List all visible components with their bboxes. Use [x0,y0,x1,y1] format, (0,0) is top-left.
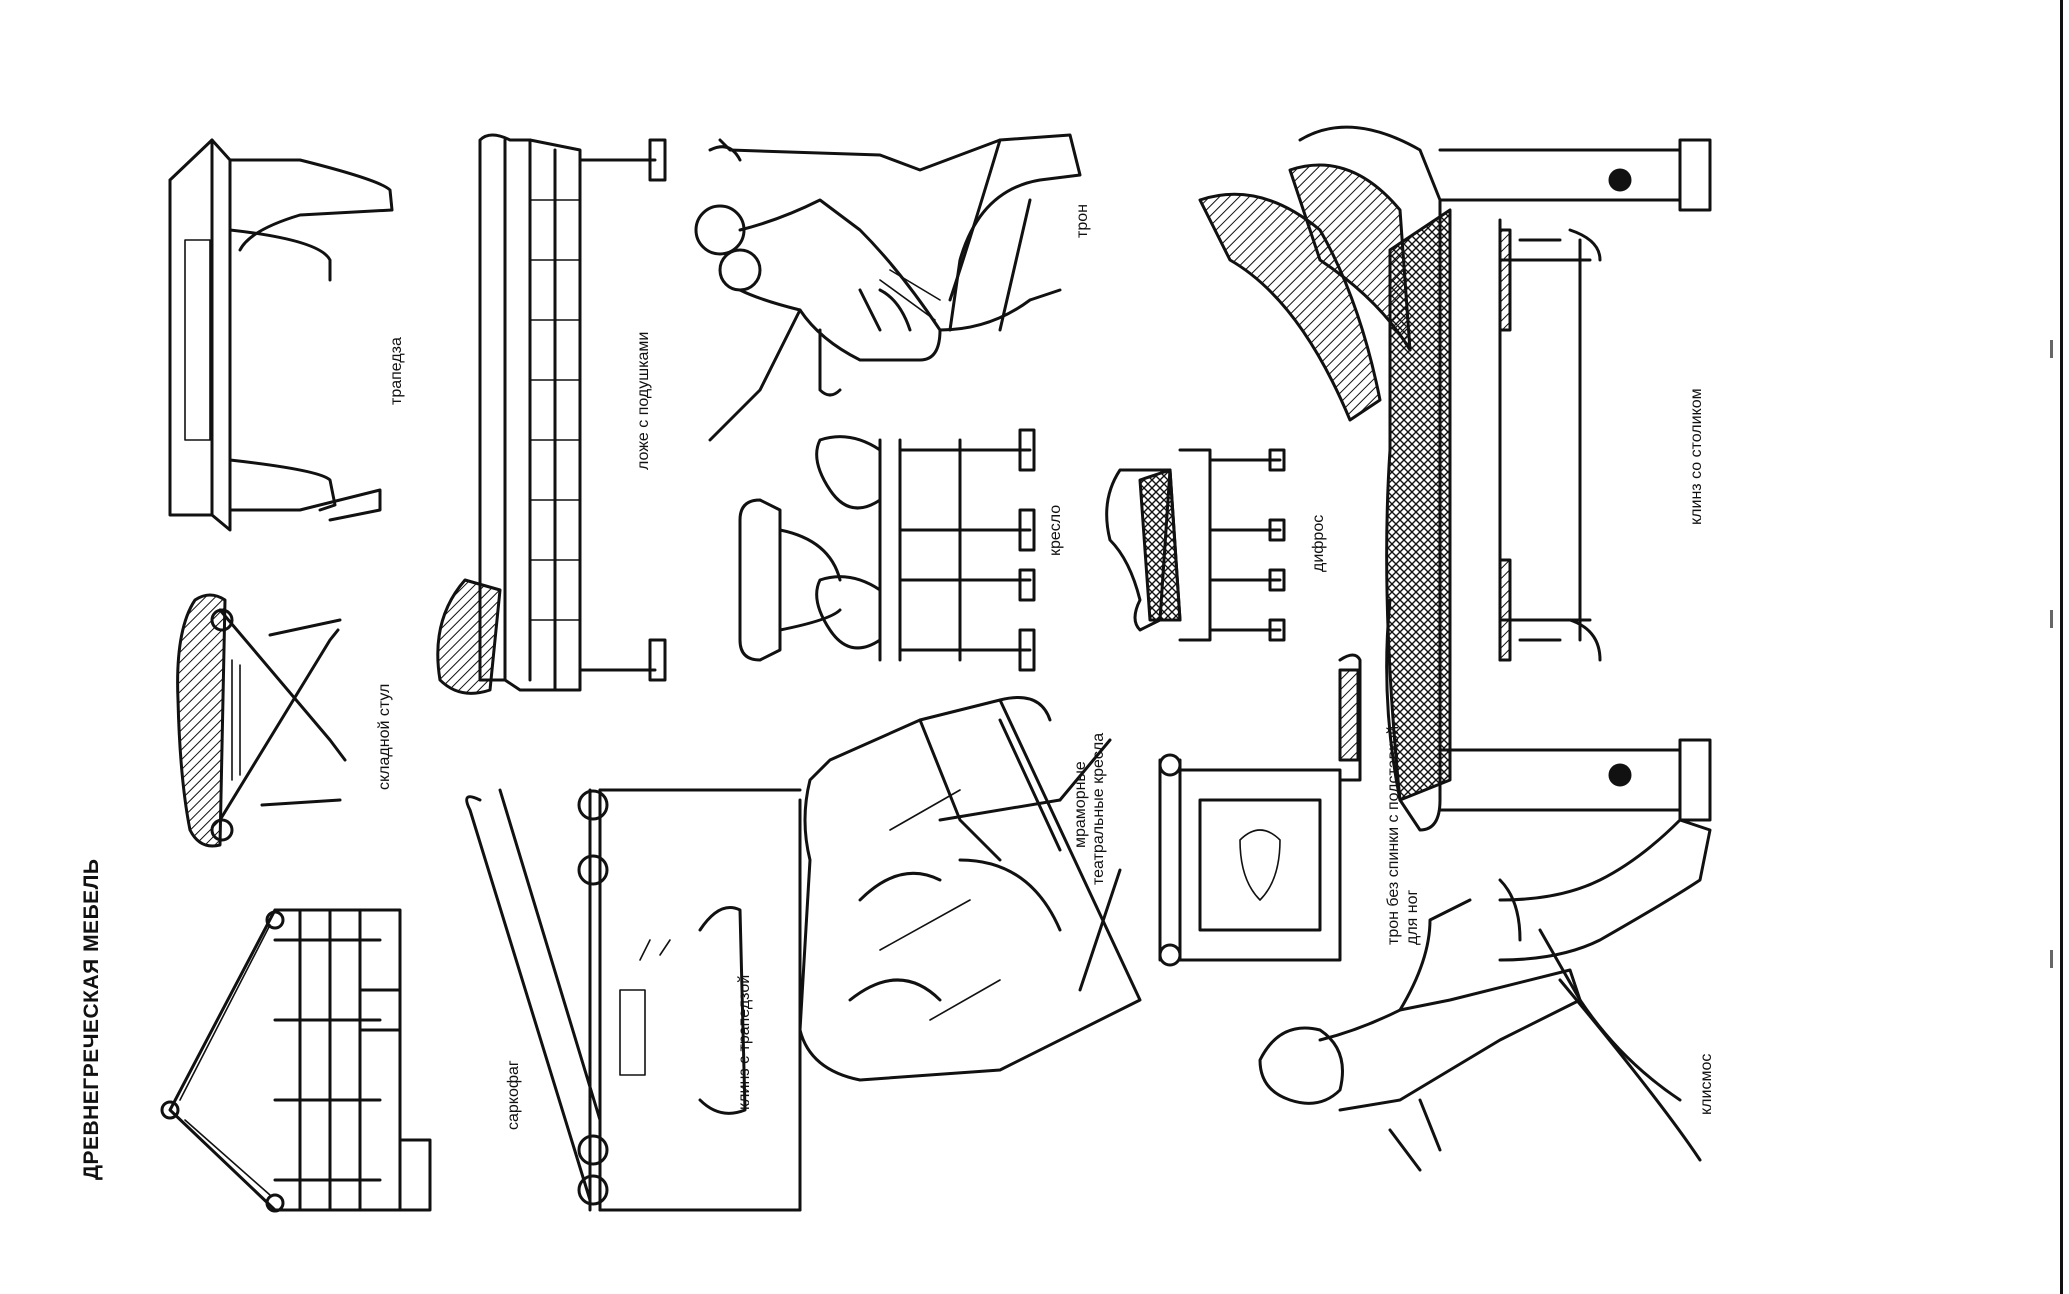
sarkofag-drawing [160,908,432,1213]
label-tron-bez-line2: для ног [1404,889,1421,945]
edge-mark [2050,950,2053,968]
skladnoy-stul-drawing [176,593,347,848]
difros-drawing [1105,448,1286,642]
edge-mark [2050,340,2053,358]
label-klinz-trapedza: клинз с трапедзой [736,974,753,1110]
label-klinz-stolik: клинз со столиком [1688,388,1705,525]
kreslo-drawing [738,428,1036,672]
tron-bez-spinki-drawing [1158,653,1362,967]
label-klismos: клисмос [1698,1053,1715,1115]
label-difros: дифрос [1310,514,1327,572]
label-trapedza: трапедза [388,337,405,405]
teatr-kresla-drawing [798,696,1142,1082]
label-tron-bez-line1: трон без спинки с подставкой [1385,725,1402,945]
label-skladnoy-stul: складной стул [376,683,393,790]
label-teatr-line2: театральные кресла [1090,732,1107,885]
edge-mark [2050,610,2053,628]
klinz-stolik-drawing [1198,125,1712,832]
trapedza-drawing [168,138,394,532]
label-lozhe: ложе с подушками [635,331,652,470]
label-kreslo: кресло [1047,504,1064,556]
page-title: ДРЕВНЕГРЕЧЕСКАЯ МЕБЕЛЬ [80,858,103,1181]
lozhe-drawing [436,133,667,695]
tron-drawing [694,133,1082,442]
page-edge-line [2060,0,2063,1294]
label-teatr-line1: мраморные [1072,761,1089,848]
klismos-drawing [1258,818,1712,1172]
label-sarkofag: саркофаг [505,1060,522,1130]
label-tron: трон [1074,204,1091,238]
